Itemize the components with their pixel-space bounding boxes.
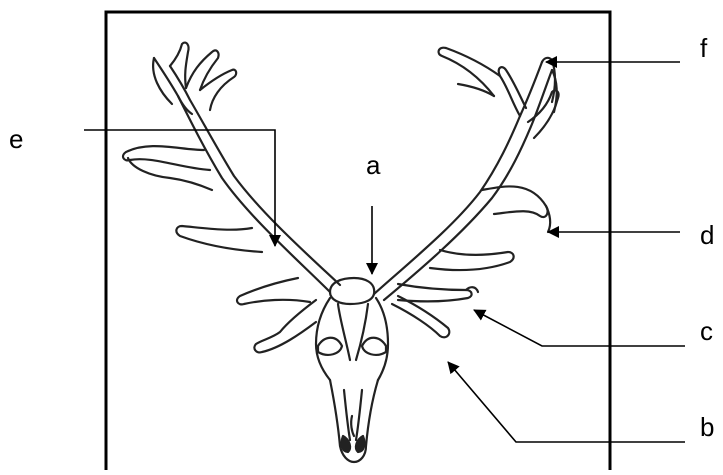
label-d: d — [700, 222, 714, 248]
leader-b — [448, 362, 685, 442]
label-b: b — [700, 414, 714, 440]
label-c: c — [700, 318, 713, 344]
left-antler — [123, 43, 340, 353]
skull — [316, 278, 388, 462]
label-f: f — [700, 35, 707, 61]
leader-c — [474, 310, 685, 346]
label-a: a — [366, 152, 380, 178]
label-e: e — [9, 126, 23, 152]
deer-skull-with-antlers-icon — [123, 43, 559, 462]
right-antler — [374, 48, 559, 338]
